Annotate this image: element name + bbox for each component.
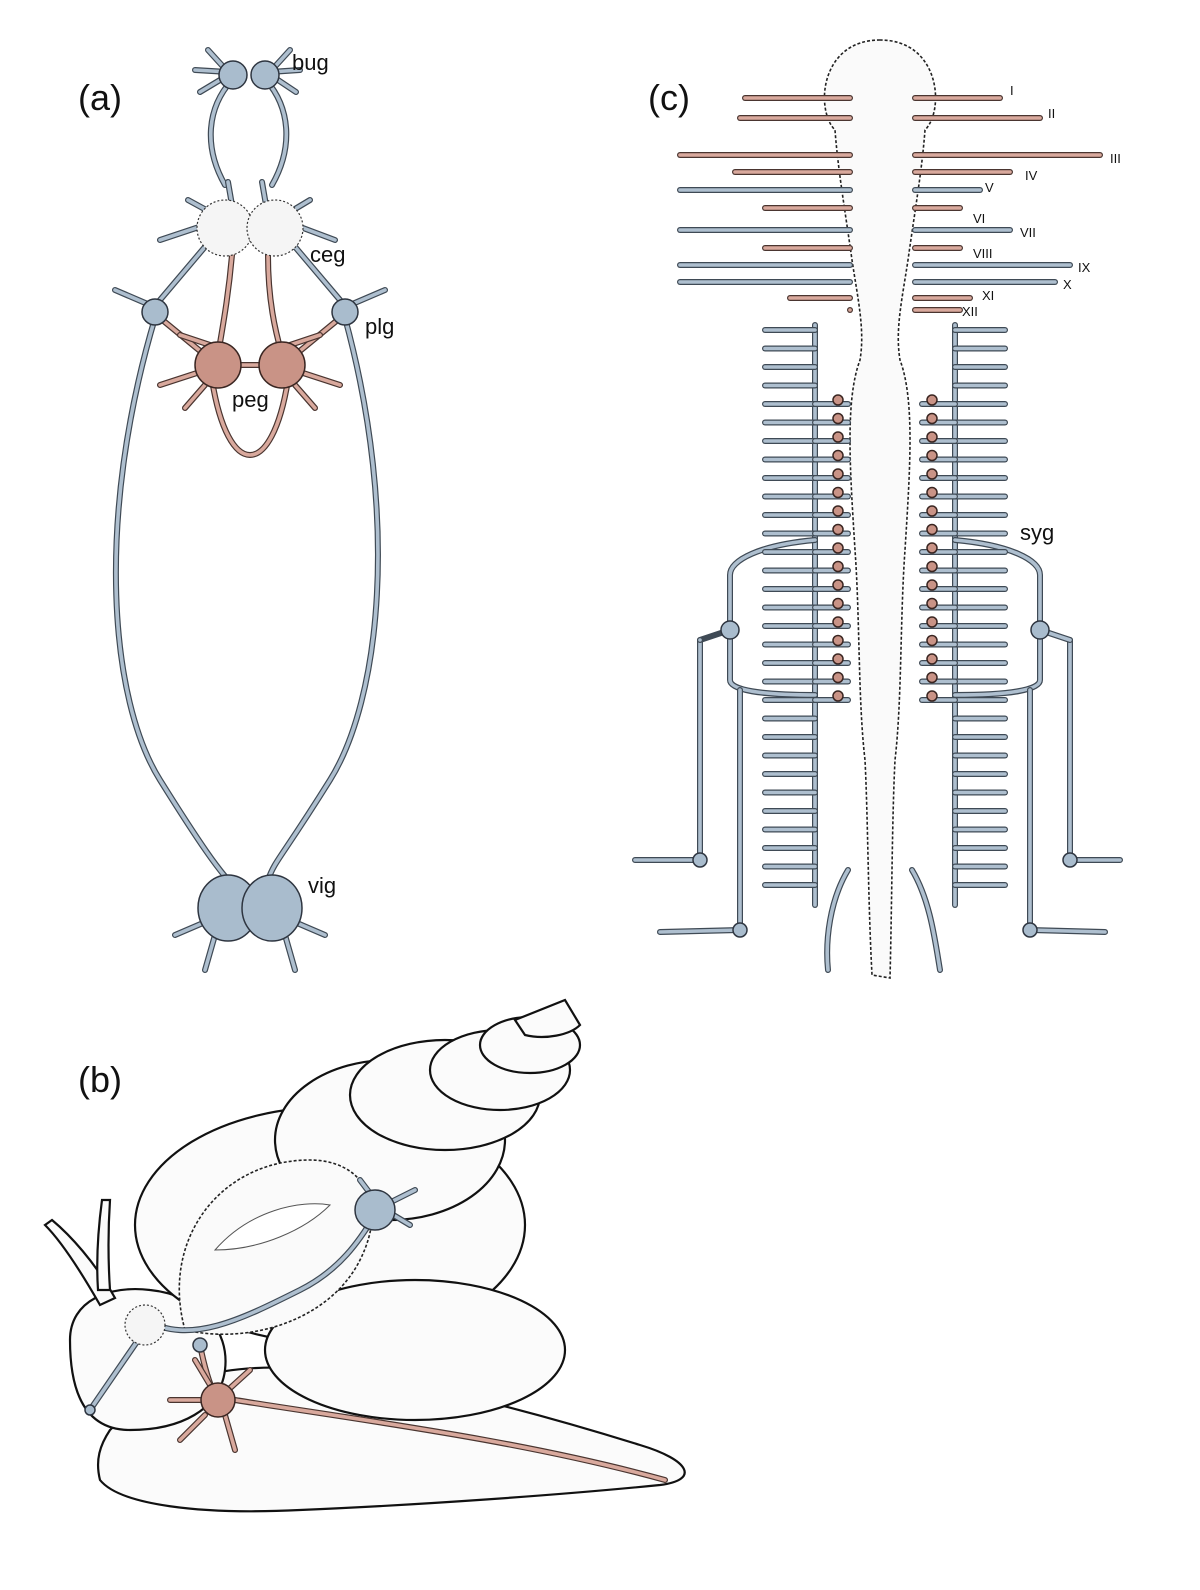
snail-eye [84,1404,96,1416]
dorsal-root-ganglion-right-7 [926,431,938,443]
dorsal-root-ganglion-left-7 [832,431,844,443]
pedal-ganglion-right [258,341,306,389]
syg-ganglion-right [1030,620,1050,640]
dorsal-root-ganglion-right-9 [926,468,938,480]
snail-visceral-ganglion [354,1189,396,1231]
dorsal-root-ganglion-left-10 [832,486,844,499]
buccal-ganglion-left [218,60,248,90]
label-syg: syg [1020,520,1054,545]
dorsal-root-ganglion-left-15 [832,579,844,591]
dorsal-root-ganglion-left-8 [832,449,844,462]
cranial-nerve-labels: I II III IV V VI VII VIII IX X XI XII [962,83,1121,319]
dorsal-root-ganglion-right-8 [926,449,938,462]
peripheral-ganglion-right-1 [1062,852,1078,868]
dorsal-root-ganglion-right-21 [926,690,938,702]
dorsal-root-ganglion-right-17 [926,616,938,628]
dorsal-root-ganglion-right-16 [926,597,938,610]
dorsal-root-ganglion-right-12 [926,523,938,536]
dorsal-root-ganglion-left-21 [832,690,844,702]
pedal-nerves [157,332,343,411]
dorsal-root-ganglion-right-15 [926,579,938,591]
dorsal-root-ganglion-left-12 [832,523,844,536]
label-vig: vig [308,873,336,898]
gill [213,1203,332,1251]
dorsal-root-ganglion-right-19 [926,653,938,665]
cerebral-ganglion-left [196,199,254,257]
buccal-connectives [207,77,290,188]
label-cn-9: IX [1078,260,1091,275]
peripheral-ganglion-left-2 [732,922,748,938]
label-plg: plg [365,314,394,339]
dorsal-root-ganglion-right-13 [926,542,938,554]
label-cn-3: III [1110,151,1121,166]
snail-cerebral-ganglion [124,1304,166,1346]
cerebral-ganglion-right [246,199,304,257]
label-cn-6: VI [973,211,985,226]
label-cn-8: VIII [973,246,993,261]
cranial-nerves [677,95,1103,313]
shell-apex [513,998,582,1039]
label-cn-10: X [1063,277,1072,292]
dorsal-root-ganglion-left-18 [832,634,844,647]
label-bug: bug [292,50,329,75]
pleurovisceral-connectives [112,315,381,883]
syg-ganglion-left [720,620,740,640]
label-cn-12: XII [962,304,978,319]
peripheral-ganglion-left-1 [692,852,708,868]
snail-tentacle-right [96,1198,112,1292]
dorsal-root-ganglion-left-13 [832,542,844,554]
pleural-ganglion-right [331,298,359,326]
spinal-nerves [762,327,1008,888]
shell-lower-whorl [263,1278,567,1422]
panel-b-label: (b) [78,1059,122,1100]
pedal-ganglion-left [194,341,242,389]
label-cn-2: II [1048,106,1055,121]
label-cn-11: XI [982,288,994,303]
dorsal-root-ganglion-right-5 [926,394,938,406]
label-cn-4: IV [1025,168,1038,183]
dorsal-root-ganglion-left-16 [832,597,844,610]
dorsal-root-ganglion-right-10 [926,486,938,499]
label-cn-7: VII [1020,225,1036,240]
snail-pleural-ganglion [192,1337,208,1353]
panel-c-label: (c) [648,77,690,118]
panel-c: (c) [632,39,1123,979]
pleural-ganglion-left [141,298,169,326]
peripheral-ganglion-right-2 [1022,922,1038,938]
label-cn-5: V [985,180,994,195]
snail-pedal-ganglion [200,1382,236,1418]
dorsal-root-ganglion-right-6 [926,412,938,425]
dorsal-root-ganglion-left-20 [832,671,844,684]
buccal-ganglion-right [250,60,280,90]
dorsal-root-ganglion-right-20 [926,671,938,684]
dorsal-root-ganglion-left-9 [832,468,844,480]
dorsal-root-ganglion-left-14 [832,560,844,573]
dorsal-root-ganglion-right-11 [926,505,938,517]
panel-a-label: (a) [78,77,122,118]
panel-a: (a) [78,47,394,973]
spinal-cord [823,39,937,979]
visceral-ganglion-right [241,874,303,942]
dorsal-root-ganglion-left-11 [832,505,844,517]
dorsal-root-ganglion-right-14 [926,560,938,573]
panel-b: (b) [43,998,686,1513]
label-cn-1: I [1010,83,1014,98]
dorsal-root-ganglion-left-6 [832,412,844,425]
dorsal-root-ganglion-right-18 [926,634,938,647]
label-ceg: ceg [310,242,345,267]
dorsal-root-ganglion-left-19 [832,653,844,665]
label-peg: peg [232,387,269,412]
dorsal-root-ganglion-left-17 [832,616,844,628]
dorsal-root-ganglion-left-5 [832,394,844,406]
